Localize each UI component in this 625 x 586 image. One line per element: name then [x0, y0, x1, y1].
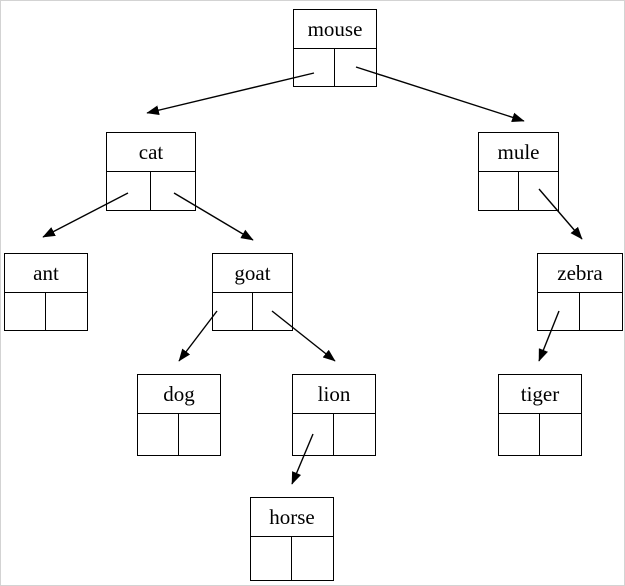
- node-left-pointer-cell-ant[interactable]: [5, 293, 46, 330]
- node-right-pointer-cell-horse[interactable]: [292, 537, 333, 580]
- node-right-pointer-cell-mouse[interactable]: [335, 49, 376, 86]
- node-right-pointer-cell-lion[interactable]: [334, 414, 375, 455]
- node-pointer-cells-dog: [138, 414, 220, 455]
- node-pointer-cells-horse: [251, 537, 333, 580]
- node-pointer-cells-goat: [213, 293, 292, 330]
- edge-mouse-to-cat: [146, 72, 315, 115]
- node-label-cat: cat: [107, 133, 195, 172]
- node-left-pointer-cell-goat[interactable]: [213, 293, 253, 330]
- node-label-ant: ant: [5, 254, 87, 293]
- tree-node-mouse[interactable]: mouse: [293, 9, 377, 87]
- tree-node-mule[interactable]: mule: [478, 132, 559, 211]
- tree-node-ant[interactable]: ant: [4, 253, 88, 331]
- node-label-goat: goat: [213, 254, 292, 293]
- node-label-zebra: zebra: [538, 254, 622, 293]
- tree-node-dog[interactable]: dog: [137, 374, 221, 456]
- node-pointer-cells-lion: [293, 414, 375, 455]
- node-pointer-cells-cat: [107, 172, 195, 210]
- node-left-pointer-cell-mouse[interactable]: [294, 49, 335, 86]
- node-label-mouse: mouse: [294, 10, 376, 49]
- node-left-pointer-cell-zebra[interactable]: [538, 293, 580, 330]
- node-pointer-cells-zebra: [538, 293, 622, 330]
- node-right-pointer-cell-mule[interactable]: [519, 172, 559, 210]
- node-pointer-cells-mouse: [294, 49, 376, 86]
- node-left-pointer-cell-mule[interactable]: [479, 172, 519, 210]
- node-label-mule: mule: [479, 133, 558, 172]
- tree-node-zebra[interactable]: zebra: [537, 253, 623, 331]
- node-left-pointer-cell-lion[interactable]: [293, 414, 334, 455]
- node-right-pointer-cell-goat[interactable]: [253, 293, 293, 330]
- tree-node-tiger[interactable]: tiger: [498, 374, 582, 456]
- tree-node-cat[interactable]: cat: [106, 132, 196, 211]
- node-left-pointer-cell-dog[interactable]: [138, 414, 179, 455]
- node-pointer-cells-mule: [479, 172, 558, 210]
- node-right-pointer-cell-cat[interactable]: [151, 172, 195, 210]
- node-right-pointer-cell-dog[interactable]: [179, 414, 220, 455]
- node-label-horse: horse: [251, 498, 333, 537]
- tree-node-lion[interactable]: lion: [292, 374, 376, 456]
- node-label-dog: dog: [138, 375, 220, 414]
- node-right-pointer-cell-ant[interactable]: [46, 293, 87, 330]
- node-pointer-cells-ant: [5, 293, 87, 330]
- node-left-pointer-cell-horse[interactable]: [251, 537, 292, 580]
- tree-node-goat[interactable]: goat: [212, 253, 293, 331]
- node-left-pointer-cell-cat[interactable]: [107, 172, 151, 210]
- node-left-pointer-cell-tiger[interactable]: [499, 414, 540, 455]
- edge-mouse-to-mule: [355, 66, 525, 123]
- node-pointer-cells-tiger: [499, 414, 581, 455]
- node-label-tiger: tiger: [499, 375, 581, 414]
- node-right-pointer-cell-tiger[interactable]: [540, 414, 581, 455]
- node-right-pointer-cell-zebra[interactable]: [580, 293, 622, 330]
- node-label-lion: lion: [293, 375, 375, 414]
- tree-node-horse[interactable]: horse: [250, 497, 334, 581]
